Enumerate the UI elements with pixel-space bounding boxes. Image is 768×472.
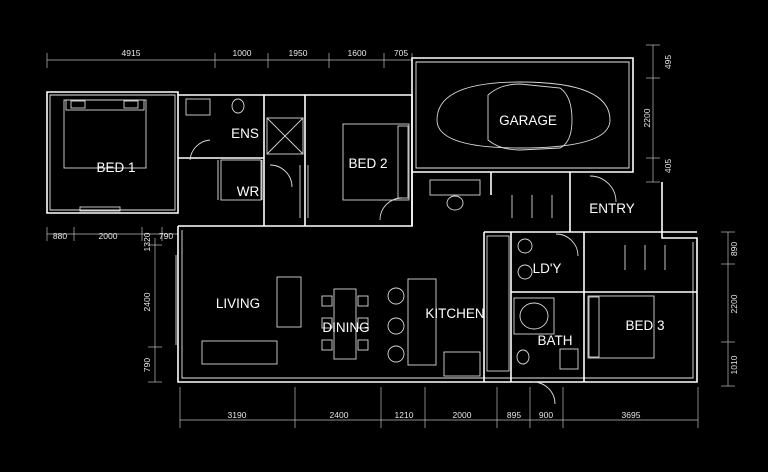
fixtures (63, 81, 666, 405)
dim-top-1950: 1950 (289, 48, 308, 58)
dim-bottom-2000: 2000 (453, 410, 472, 420)
room-label-ens: ENS (231, 126, 259, 141)
dim-bottom-3190: 3190 (228, 410, 247, 420)
dim-left-2400: 2400 (142, 292, 152, 311)
room-label-kitchen: KITCHEN (425, 306, 484, 321)
dim-bottom-2400: 2400 (330, 410, 349, 420)
dim-top-705: 705 (394, 48, 408, 58)
dim-bottom-900: 900 (539, 410, 553, 420)
room-labels: BED 1 ENS BED 2 GARAGE WR ENTRY LD'Y LIV… (96, 113, 664, 348)
dimension-labels: 4915 1000 1950 1600 705 495 2200 405 880… (53, 48, 739, 420)
dimension-lines (46, 44, 735, 428)
dim-bed1-790: 790 (159, 231, 173, 241)
room-label-bath: BATH (537, 333, 572, 348)
room-label-bed3: BED 3 (625, 318, 664, 333)
walls (46, 57, 698, 383)
dim-right-890: 890 (729, 242, 739, 256)
dim-garage-495: 495 (663, 55, 673, 69)
dim-bottom-895: 895 (507, 410, 521, 420)
dim-left-790: 790 (142, 358, 152, 372)
dim-garage-405: 405 (663, 159, 673, 173)
room-label-garage: GARAGE (499, 113, 557, 128)
dim-bottom-1210: 1210 (395, 410, 414, 420)
room-label-wr: WR (237, 184, 260, 199)
dim-right-2200: 2200 (729, 294, 739, 313)
dim-garage-2200: 2200 (642, 108, 652, 127)
dim-top-4915: 4915 (122, 48, 141, 58)
room-label-bed1: BED 1 (96, 160, 135, 175)
dim-bed1-1320: 1320 (142, 232, 152, 251)
room-label-ldy: LD'Y (533, 261, 562, 276)
dim-top-1600: 1600 (348, 48, 367, 58)
room-label-entry: ENTRY (589, 201, 635, 216)
dim-bed1-880: 880 (53, 231, 67, 241)
dim-bed1-2000: 2000 (99, 231, 118, 241)
dim-right-1010: 1010 (729, 355, 739, 374)
room-label-dining: DINING (322, 320, 369, 335)
room-label-living: LIVING (216, 296, 260, 311)
dim-top-1000: 1000 (233, 48, 252, 58)
dim-bottom-3695: 3695 (622, 410, 641, 420)
room-label-bed2: BED 2 (348, 156, 387, 171)
